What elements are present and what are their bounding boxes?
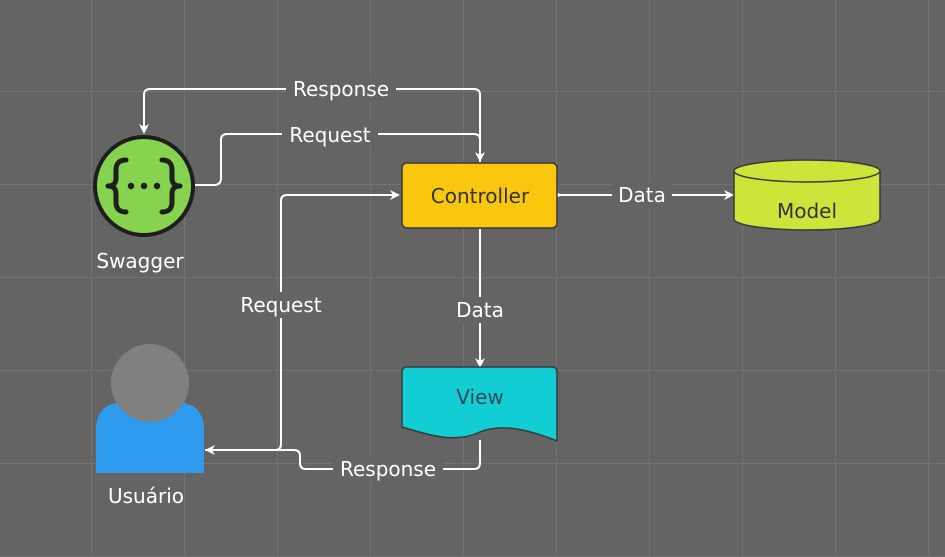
edge-label-request-user-text: Request bbox=[240, 293, 321, 317]
edge-label-response-top-text: Response bbox=[293, 77, 389, 101]
edge-label-request-top: Request bbox=[282, 121, 378, 147]
usuario-node[interactable]: Usuário bbox=[96, 344, 204, 508]
view-label: View bbox=[456, 385, 503, 409]
edge-label-response-top: Response bbox=[286, 76, 396, 102]
edge-response-to-usuario bbox=[205, 440, 481, 470]
swagger-node[interactable]: Swagger bbox=[93, 135, 195, 273]
edge-label-data-model: Data bbox=[612, 182, 672, 208]
edge-label-data-view-text: Data bbox=[456, 298, 504, 322]
swagger-label: Swagger bbox=[96, 249, 184, 273]
edge-label-response-bottom: Response bbox=[333, 456, 443, 482]
edge-request-from-usuario bbox=[205, 190, 400, 451]
usuario-label: Usuário bbox=[108, 484, 184, 508]
user-icon bbox=[96, 344, 204, 473]
edge-label-response-bottom-text: Response bbox=[340, 457, 436, 481]
edge-label-request-top-text: Request bbox=[289, 123, 370, 147]
edge-label-data-view: Data bbox=[452, 297, 508, 323]
edge-label-request-user: Request bbox=[234, 292, 328, 318]
view-node[interactable]: View bbox=[401, 366, 558, 443]
curly-braces-ellipsis-icon bbox=[93, 135, 195, 237]
edge-label-data-model-text: Data bbox=[618, 183, 666, 207]
controller-label: Controller bbox=[431, 184, 530, 208]
model-node[interactable]: Model bbox=[733, 159, 881, 231]
model-label: Model bbox=[777, 199, 837, 223]
controller-node[interactable]: Controller bbox=[401, 162, 558, 229]
edge-request-from-swagger bbox=[195, 133, 485, 186]
